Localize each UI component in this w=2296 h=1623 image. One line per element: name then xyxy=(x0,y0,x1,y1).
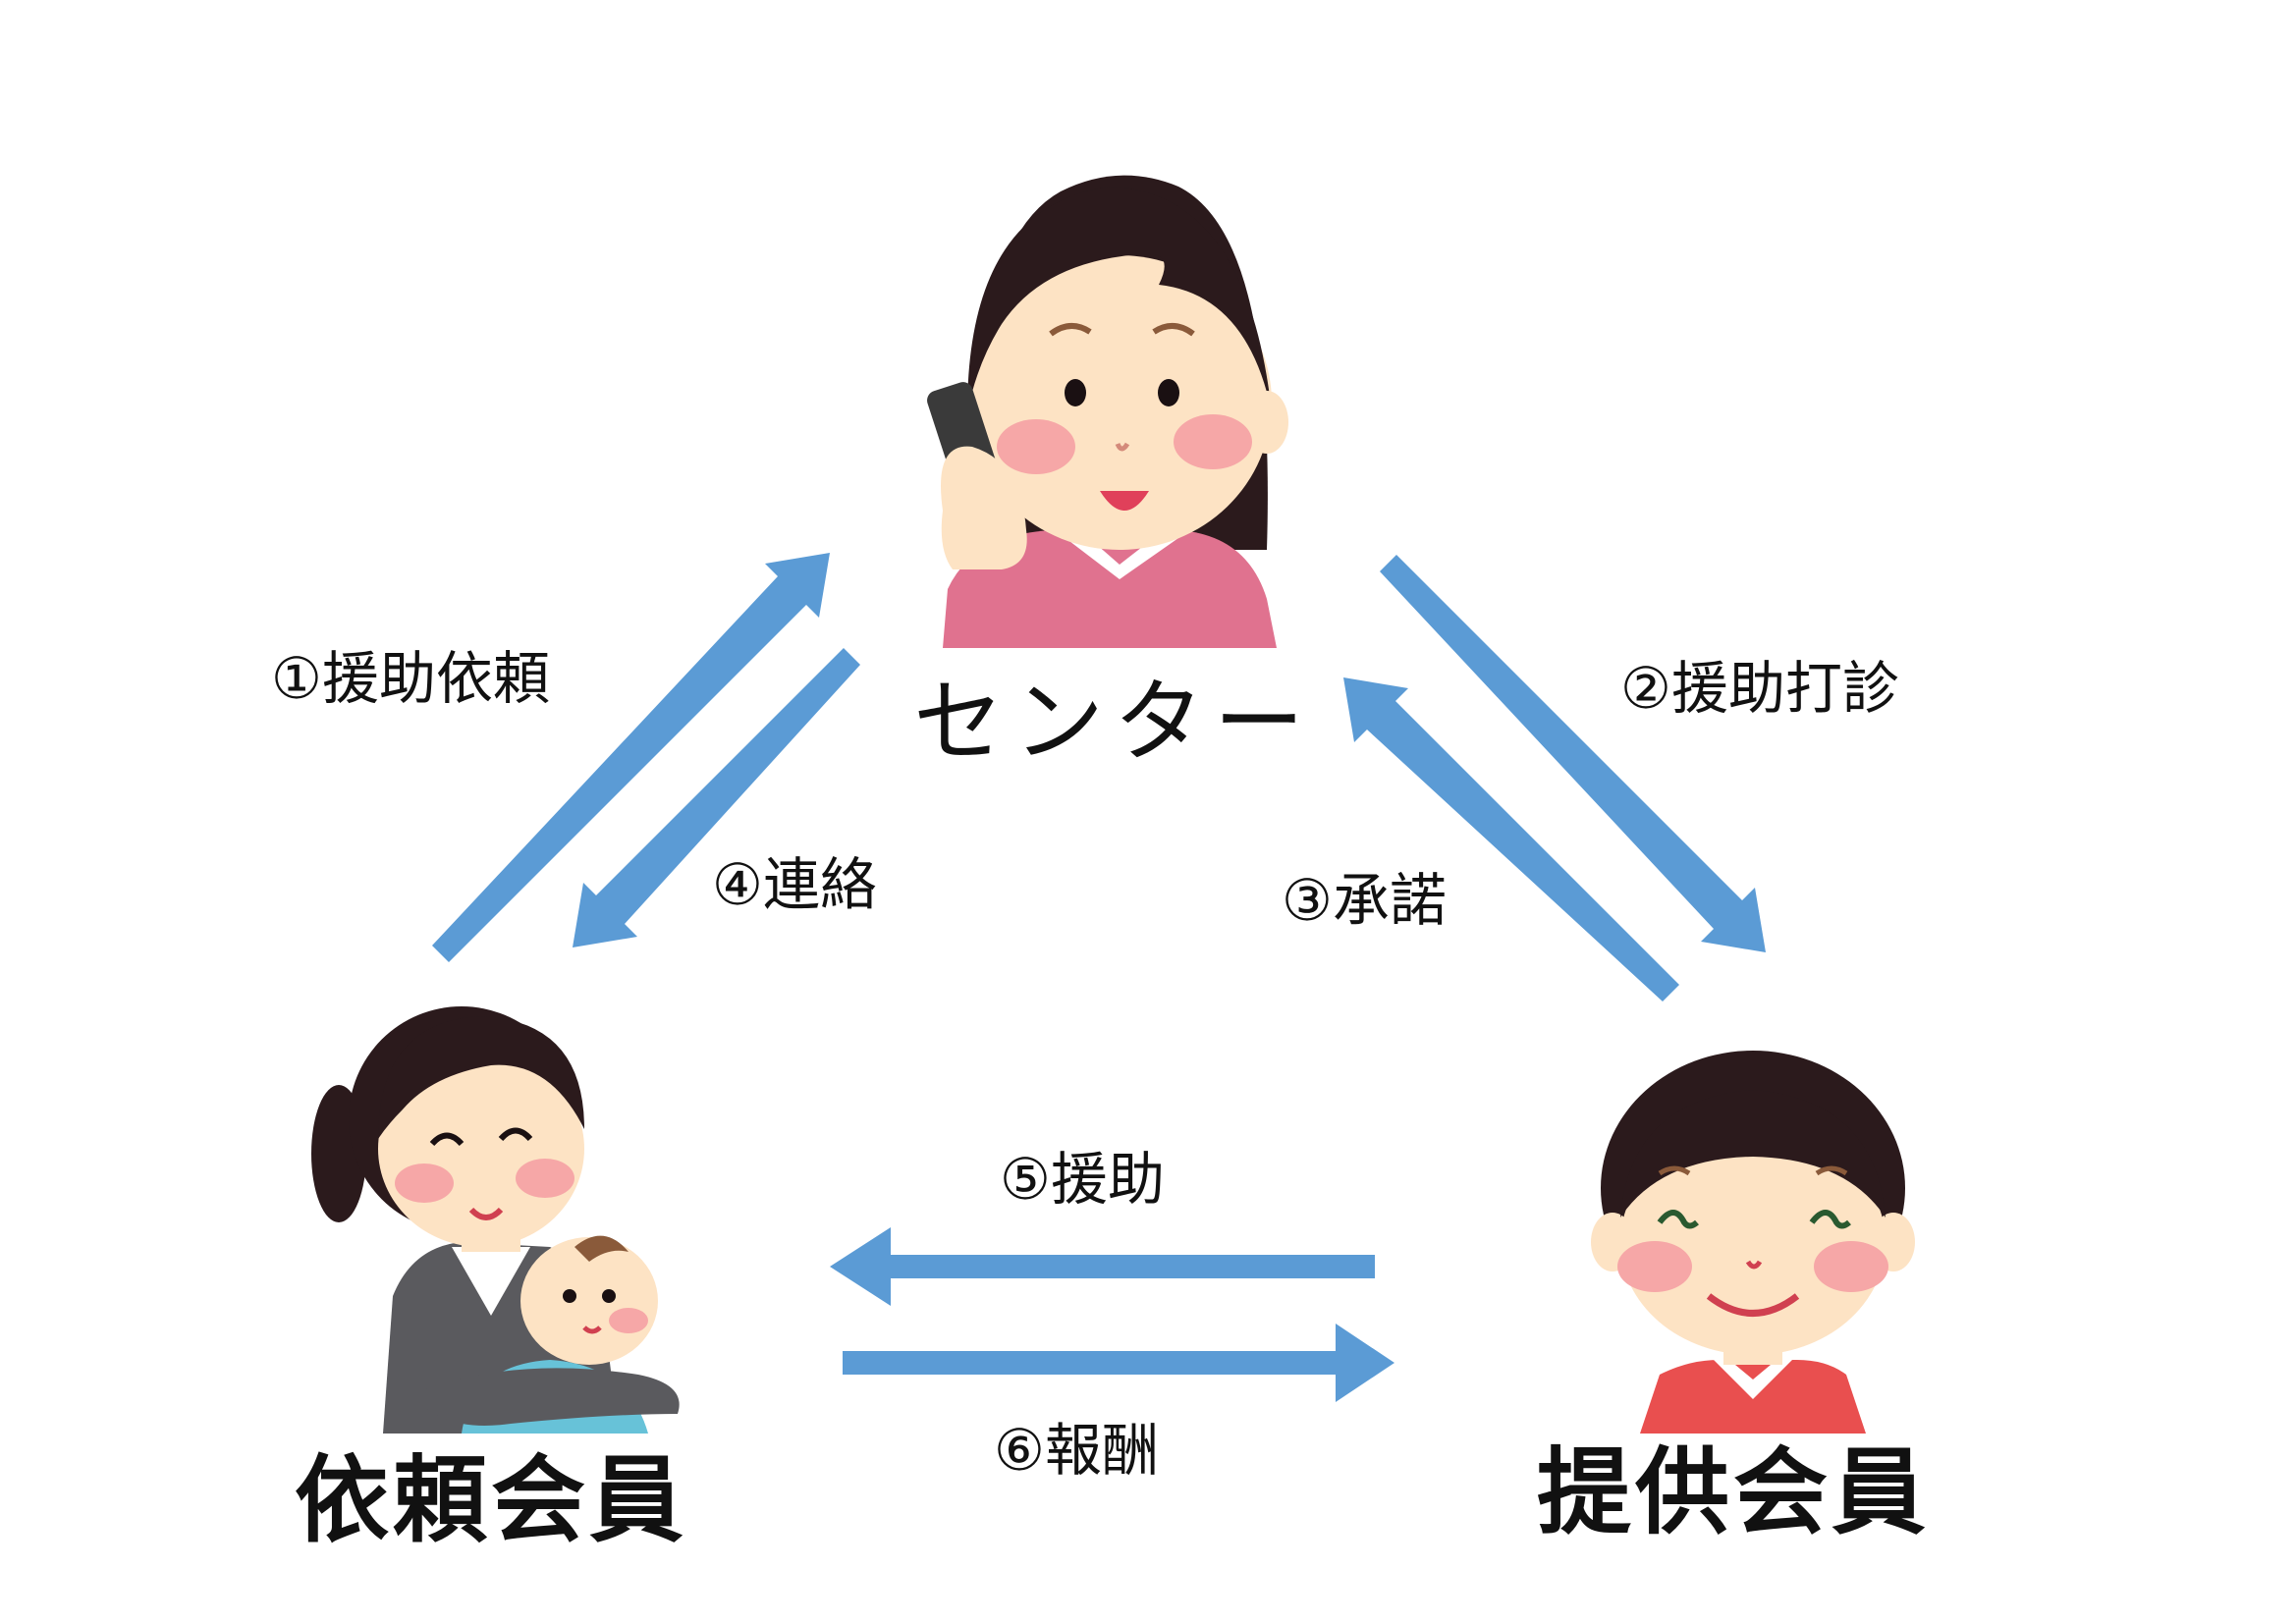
step-3-label: ③承諾 xyxy=(1282,872,1447,929)
requester-node-label: 依頼会員 xyxy=(295,1453,687,1547)
step-2-label: ②援助打診 xyxy=(1620,660,1899,717)
baby-eye-right xyxy=(602,1289,616,1303)
provider-node-label: 提供会員 xyxy=(1537,1445,1930,1540)
center-cheek-right xyxy=(1174,414,1252,469)
provider-cheek-right xyxy=(1814,1241,1888,1292)
step-6-label: ⑥報酬 xyxy=(994,1422,1159,1479)
baby-cheek xyxy=(609,1308,648,1333)
step-5-label: ⑤援助 xyxy=(1000,1151,1165,1208)
provider-person-illustration xyxy=(1591,1051,1915,1434)
center-cheek-left xyxy=(997,419,1075,474)
arrow-5-support xyxy=(830,1227,1375,1306)
provider-cheek-left xyxy=(1617,1241,1692,1292)
requester-cheek-right xyxy=(516,1159,574,1198)
baby-eye-left xyxy=(563,1289,576,1303)
center-eye-left xyxy=(1065,379,1086,406)
step-4-label: ④連絡 xyxy=(712,856,877,913)
center-eye-right xyxy=(1158,379,1179,406)
center-node-label: センター xyxy=(913,677,1314,768)
arrow-3-accept xyxy=(1343,677,1679,1001)
center-person-illustration xyxy=(924,176,1288,648)
step-1-label: ①援助依頼 xyxy=(271,650,550,707)
arrow-6-payment xyxy=(843,1324,1394,1402)
requester-person-illustration xyxy=(311,1006,680,1434)
requester-cheek-left xyxy=(395,1163,454,1203)
